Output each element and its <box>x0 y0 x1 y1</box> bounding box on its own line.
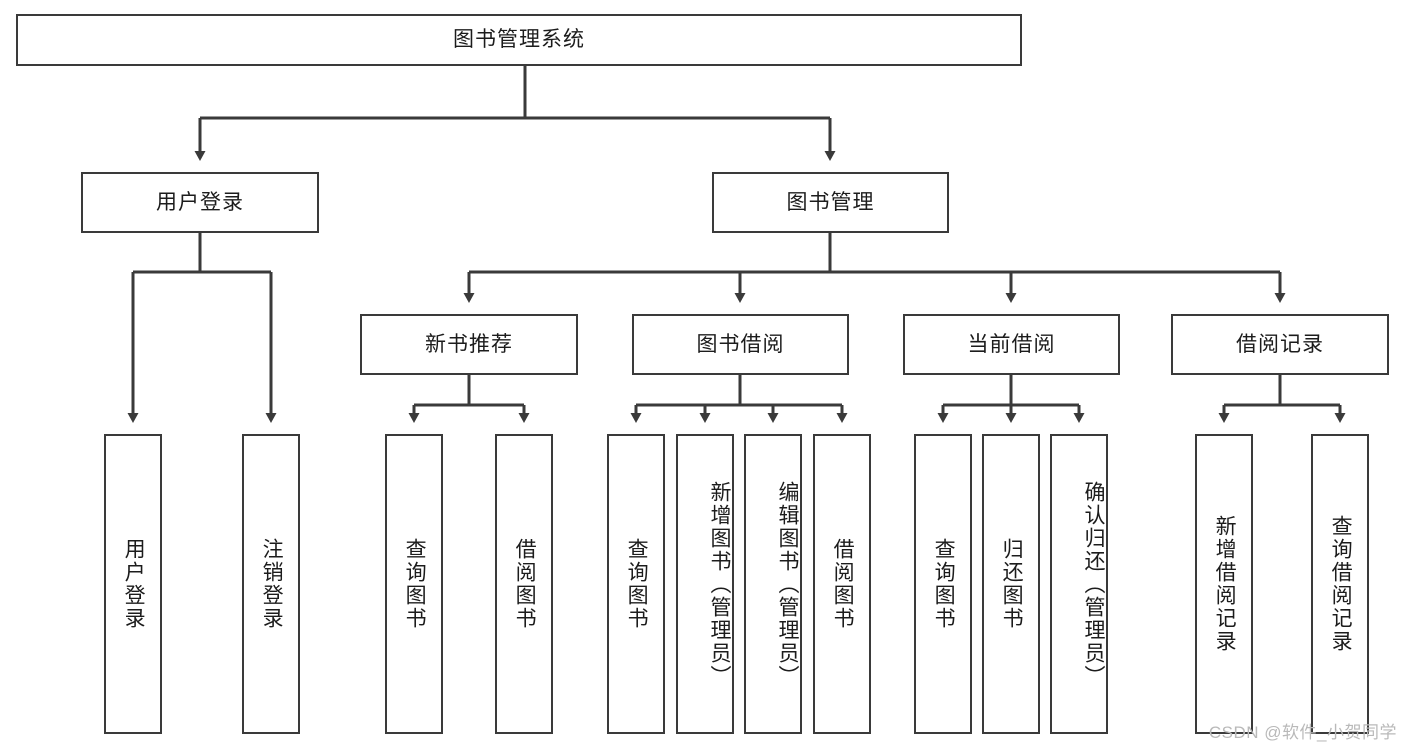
node-leaf-edit-book[interactable]: 编辑图书（管理员） <box>744 434 802 734</box>
node-leaf-query-book-1[interactable]: 查询图书 <box>385 434 443 734</box>
node-leaf-logout-login[interactable]: 注销登录 <box>242 434 300 734</box>
node-leaf-user-login[interactable]: 用户登录 <box>104 434 162 734</box>
node-leaf-borrow-book-1[interactable]: 借阅图书 <box>495 434 553 734</box>
node-leaf-confirm-return[interactable]: 确认归还（管理员） <box>1050 434 1108 734</box>
node-new-book-recommend[interactable]: 新书推荐 <box>360 314 578 375</box>
node-leaf-add-book[interactable]: 新增图书（管理员） <box>676 434 734 734</box>
node-leaf-return-book[interactable]: 归还图书 <box>982 434 1040 734</box>
node-leaf-add-record[interactable]: 新增借阅记录 <box>1195 434 1253 734</box>
node-user-login[interactable]: 用户登录 <box>81 172 319 233</box>
node-current-borrow[interactable]: 当前借阅 <box>903 314 1120 375</box>
node-leaf-query-book-3[interactable]: 查询图书 <box>914 434 972 734</box>
node-book-manage[interactable]: 图书管理 <box>712 172 949 233</box>
node-root[interactable]: 图书管理系统 <box>16 14 1022 66</box>
node-leaf-query-book-2[interactable]: 查询图书 <box>607 434 665 734</box>
node-leaf-borrow-book-2[interactable]: 借阅图书 <box>813 434 871 734</box>
csdn-watermark: CSDN @软件_小贺同学 <box>1208 723 1397 742</box>
node-leaf-query-record[interactable]: 查询借阅记录 <box>1311 434 1369 734</box>
node-borrow-record[interactable]: 借阅记录 <box>1171 314 1389 375</box>
node-book-borrow[interactable]: 图书借阅 <box>632 314 849 375</box>
